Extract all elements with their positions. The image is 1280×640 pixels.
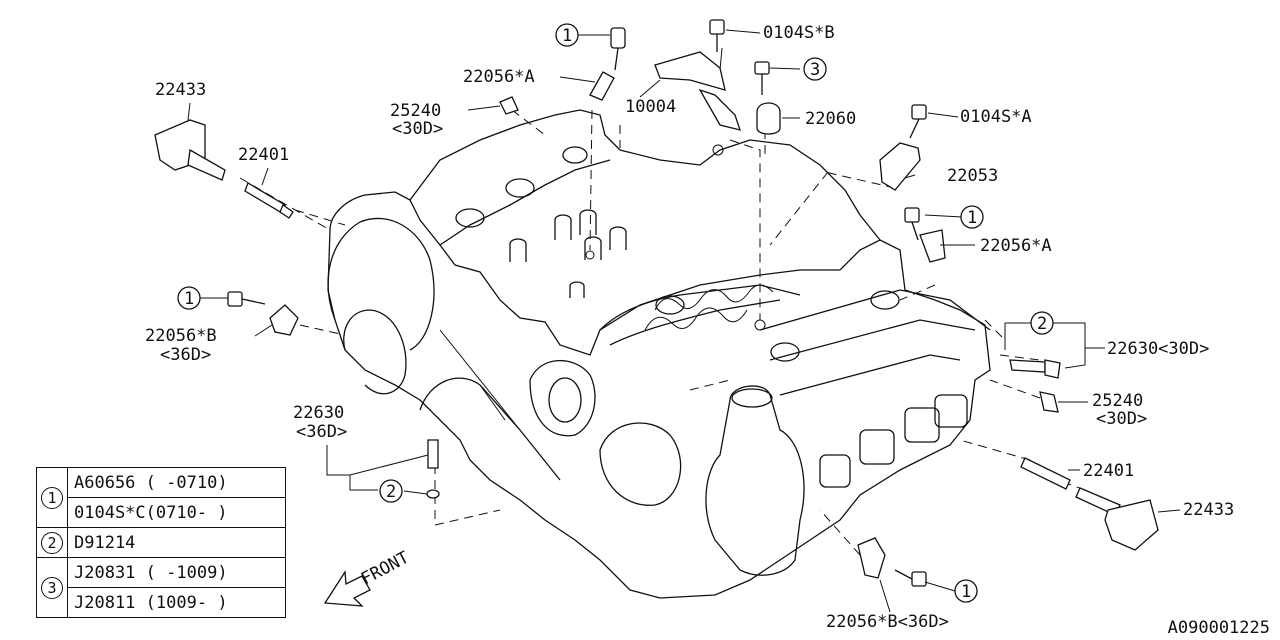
label-0104sb: 0104S*B: [763, 23, 835, 43]
legend-part-cell: A60656 ( -0710): [67, 467, 286, 498]
sensor-25240-top: [499, 96, 519, 115]
label-25240-top-sub: <30D>: [392, 119, 443, 139]
label-22056b-left: 22056*B: [145, 326, 217, 346]
ref-circle-2-right: 2: [1030, 311, 1054, 335]
sensor-22056b-left: [227, 291, 299, 336]
sensor-22053: [879, 142, 921, 191]
sensor-22630-left: [426, 439, 440, 499]
ref-circle-1-top: 1: [555, 23, 610, 47]
label-22060: 22060: [805, 109, 856, 129]
label-22401-right: 22401: [1083, 461, 1134, 481]
ref-circle-3-top: 3: [803, 57, 827, 81]
legend-range: (0710- ): [145, 502, 228, 523]
label-22401-top: 22401: [238, 145, 289, 165]
sensor-22056b-bottom: [857, 537, 927, 587]
svg-text:1: 1: [562, 26, 572, 46]
bolt-0104sb: [709, 19, 725, 52]
ref-circle-1-right: 1: [960, 205, 984, 229]
legend-part-cell: D91214: [67, 527, 286, 558]
legend-part: J20811: [74, 592, 136, 613]
legend-row: 0104S*C(0710- ): [37, 497, 286, 528]
legend-part: J20831: [74, 562, 136, 583]
sensor-25240-right: [1039, 391, 1059, 413]
legend-ref-circle: 3: [41, 576, 63, 599]
legend-row: J20811 (1009- ): [37, 587, 286, 618]
ignition-coil-right: [1075, 487, 1159, 551]
legend-range: ( -1009): [145, 562, 228, 583]
spark-plug-right: [1020, 457, 1071, 490]
sensor-22056a-right: [904, 207, 946, 263]
ref-circle-1-left: 1: [177, 286, 201, 310]
legend-part: D91214: [74, 532, 136, 553]
legend-part: 0104S*C: [74, 502, 146, 523]
legend-row: 2 D91214: [36, 527, 286, 558]
diagram-id: A090001225: [1167, 618, 1270, 638]
ref-circle-2-left: 2: [379, 479, 403, 503]
legend-part: A60656: [74, 472, 136, 493]
label-22630-right: 22630<30D>: [1107, 339, 1209, 359]
label-22056b-bottom: 22056*B<36D>: [826, 612, 949, 632]
bracket-10004: [654, 47, 741, 131]
label-22630-left: 22630: [293, 403, 344, 423]
legend-ref-cell: 2: [36, 527, 68, 558]
legend-row: 3 J20831 ( -1009): [36, 557, 286, 618]
label-10004: 10004: [625, 97, 676, 117]
front-label: FRONT: [358, 548, 413, 590]
svg-text:1: 1: [967, 208, 977, 228]
label-22056b-left-sub: <36D>: [160, 345, 211, 365]
ref-circle-1-bottom: 1: [954, 579, 978, 603]
svg-text:1: 1: [184, 289, 194, 309]
label-22053: 22053: [947, 166, 998, 186]
sensor-22630-right: [1009, 359, 1061, 379]
legend-row: 1 A60656 ( -0710): [36, 467, 286, 528]
svg-text:3: 3: [810, 60, 820, 80]
sensor-22060: [754, 61, 781, 135]
engine-block: [327, 109, 991, 599]
legend-table: 1 A60656 ( -0710) 0104S*C(0710- ) 2 D912…: [36, 467, 286, 618]
ignition-coil-top: [154, 119, 226, 181]
label-22433-right: 22433: [1183, 500, 1234, 520]
dashed-leaders: [239, 109, 1086, 556]
label-25240-right: 25240: [1092, 391, 1143, 411]
legend-ref-cell: 3: [36, 557, 68, 618]
front-arrow: FRONT: [323, 548, 413, 607]
label-leaders: [187, 29, 1181, 613]
legend-range: (1009- ): [145, 592, 228, 613]
label-0104sa: 0104S*A: [960, 107, 1032, 127]
svg-text:1: 1: [961, 582, 971, 602]
sensor-22056a-top: [589, 27, 626, 101]
label-25240-right-sub: <30D>: [1096, 409, 1147, 429]
bolt-0104sa: [909, 104, 927, 139]
label-22630-left-sub: <36D>: [296, 422, 347, 442]
legend-ref-circle: 2: [41, 531, 63, 554]
svg-text:2: 2: [386, 482, 396, 502]
legend-range: ( -0710): [145, 472, 228, 493]
label-22056a-top: 22056*A: [463, 67, 535, 87]
svg-text:2: 2: [1037, 314, 1047, 334]
legend-ref-circle: 1: [41, 486, 63, 509]
label-25240-top: 25240: [390, 101, 441, 121]
legend-ref-cell: 1: [36, 467, 68, 528]
legend-part-cell: J20831 ( -1009): [67, 557, 286, 588]
legend-part-cell: J20811 (1009- ): [67, 587, 286, 618]
label-22056a-right: 22056*A: [980, 236, 1052, 256]
spark-plug-top: [244, 182, 294, 219]
legend-part-cell: 0104S*C(0710- ): [67, 497, 286, 528]
label-22433-top: 22433: [155, 80, 206, 100]
